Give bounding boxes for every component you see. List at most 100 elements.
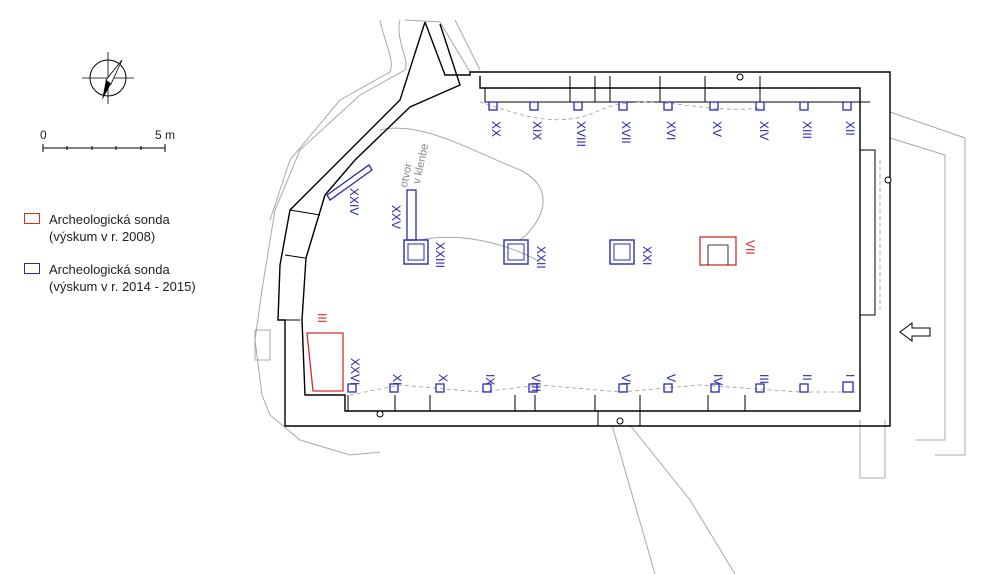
probe-xix-blue: XIX	[529, 101, 544, 140]
probe-xxvi-blue: XXVI	[347, 358, 362, 393]
probe-label: VI	[619, 374, 633, 385]
probe-label: XXIII	[433, 242, 447, 268]
probe-outline	[306, 332, 344, 392]
probe-label: XXV	[389, 205, 403, 229]
probe-i-blue: I	[842, 374, 857, 393]
probe-label: III	[757, 374, 771, 384]
probe-label: XIII	[800, 121, 814, 139]
probe-outline	[406, 189, 417, 241]
probe-xiv-blue: XIV	[755, 101, 771, 140]
probe-label: XIV	[757, 121, 771, 140]
probe-outline	[663, 101, 673, 111]
entrance-arrow-icon	[899, 322, 931, 342]
probe-outline	[528, 383, 538, 393]
probe-xvii-blue: XVII	[618, 101, 633, 144]
terrain-outlines	[254, 19, 966, 574]
probe-label: X	[436, 374, 450, 382]
probe-label: XXIV	[347, 188, 361, 215]
probe-label: VIII	[529, 374, 543, 392]
legend-swatch-blue	[24, 263, 40, 274]
probe-feature	[707, 244, 729, 265]
probe-label: V	[664, 374, 678, 382]
probe-outline	[618, 101, 628, 111]
probe-label: XVI	[664, 121, 678, 140]
probe-label: IX	[483, 374, 497, 385]
probe-label: XVIII	[574, 121, 588, 147]
probe-xxiii-blue: XXIII	[403, 239, 447, 268]
probe-outline	[482, 383, 492, 393]
probe-inner-outline	[613, 243, 631, 261]
north-arrow-icon	[82, 52, 134, 104]
probe-label: I	[843, 374, 857, 377]
wall-niches	[284, 76, 876, 427]
probe-outline	[699, 236, 737, 266]
probe-outline	[755, 383, 765, 393]
probe-outline	[755, 101, 765, 111]
probe-label: XII	[843, 121, 857, 136]
probe-xviii-blue: XVIII	[573, 101, 588, 147]
probe-outline	[488, 101, 498, 111]
probe-outline	[842, 381, 854, 393]
probe-outline	[389, 383, 399, 393]
building-walls	[277, 21, 891, 427]
probe-outline	[709, 101, 719, 111]
probe-label: XXI	[640, 246, 654, 265]
probe-label: XI	[390, 374, 404, 385]
probe-outline	[663, 383, 673, 393]
probe-outline	[799, 101, 809, 111]
probe-label: XV	[710, 121, 724, 137]
probe-xxii-blue: XXII	[503, 239, 548, 269]
probe-outline	[842, 101, 852, 111]
legend-line1: Archeologická sonda	[49, 262, 170, 277]
probe-outline	[326, 164, 373, 201]
probe-label: IV	[711, 374, 725, 385]
probe-xvi-blue: XVI	[663, 101, 678, 140]
legend-line1: Archeologická sonda	[49, 212, 170, 227]
probe-v-blue: V	[663, 374, 678, 393]
probe-label: XXII	[534, 246, 548, 269]
scale-end-label: 5 m	[155, 128, 176, 142]
probe-outline	[347, 383, 357, 393]
probe-vi-blue: VI	[618, 374, 633, 393]
probe-inner-outline	[507, 243, 525, 261]
scale-bar	[42, 144, 166, 152]
probe-outline	[710, 383, 720, 393]
probe-ii-blue: II	[799, 374, 814, 393]
probe-outline	[618, 383, 628, 393]
probe-xxv-blue: XXV	[389, 189, 417, 241]
probe-ix-blue: IX	[482, 374, 497, 393]
probe-iii-red: III	[306, 313, 344, 392]
probe-label: XX	[489, 121, 503, 137]
legend-line2: (výskum v r. 2014 - 2015)	[49, 279, 196, 294]
probe-label: XIX	[530, 121, 544, 140]
probe-iii-blue: III	[755, 374, 771, 393]
scale-start-label: 0	[40, 128, 47, 142]
probe-iv-blue: IV	[710, 374, 725, 393]
probe-vii-red: VII	[699, 236, 757, 266]
legend-line2: (výskum v r. 2008)	[49, 229, 156, 244]
wall-markers	[376, 73, 892, 425]
probe-label: II	[800, 374, 814, 381]
probe-outline	[609, 239, 635, 265]
probe-xv-blue: XV	[709, 101, 724, 137]
probe-label: III	[315, 313, 329, 323]
probe-outline	[503, 239, 529, 265]
probe-xii-blue: XII	[842, 101, 857, 136]
probes-layer: IIIIIIIVVVIVIIVIIIIXXXIXIIXIIIXIVXVXVIXV…	[306, 101, 857, 393]
probe-xx-blue: XX	[488, 101, 503, 137]
probe-xxiv-blue: XXIV	[326, 164, 373, 215]
probe-x-blue: X	[435, 374, 450, 393]
probe-outline	[529, 101, 539, 111]
probe-xiii-blue: XIII	[799, 101, 814, 139]
probe-label: XXVI	[348, 358, 362, 385]
probe-xxi-blue: XXI	[609, 239, 654, 265]
probe-outline	[435, 383, 445, 393]
probe-outline	[799, 383, 809, 393]
probe-label: XVII	[619, 121, 633, 144]
probe-outline	[573, 101, 583, 111]
probe-xi-blue: XI	[389, 374, 404, 393]
probe-viii-blue: VIII	[528, 374, 543, 393]
dashed-features	[349, 101, 881, 396]
probe-inner-outline	[407, 243, 425, 261]
